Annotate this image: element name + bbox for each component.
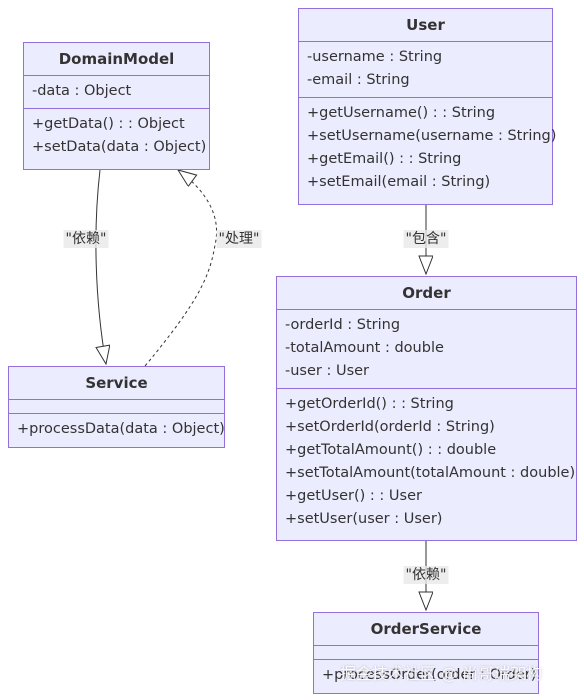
method: +getUser() : : User [285,488,422,504]
watermark: 掘金技术社区 @ 尚哥瑞架构 [340,664,543,683]
class-name: Order [277,277,576,310]
attributes-section [9,400,224,414]
method: +setUsername(username : String) [307,128,557,144]
method: +processOrder(order : Order) [322,667,537,683]
class-service: Service +processData(data : Object) [8,366,225,448]
class-user: User -username : String -email : String … [298,8,557,205]
methods-section: +getData() : : Object +setData(data : Ob… [24,109,209,164]
attributes-section [314,646,538,660]
class-name: Service [9,367,224,400]
method: +getEmail() : : String [307,151,462,167]
method: +getUsername() : : String [307,105,496,121]
edge-service-to-domain [144,170,217,367]
attribute: -data : Object [32,83,132,99]
attributes-section: -username : String -email : String [299,42,552,98]
edge-domain-to-service [96,169,106,364]
attribute: -totalAmount : double [285,340,444,356]
class-name: User [299,9,552,42]
attribute: -username : String [307,49,443,65]
attributes-section: -orderId : String -totalAmount : double … [277,310,576,389]
edge-label-order-to-order-service: "依赖" [403,566,449,584]
class-name: DomainModel [24,43,209,76]
method: +setEmail(email : String) [307,174,491,190]
attribute: -email : String [307,72,410,88]
method: +setTotalAmount(totalAmount : double) [285,465,576,481]
attributes-section: -data : Object [24,76,209,109]
edge-label-service-to-domain: "处理" [216,230,262,248]
method: +processData(data : Object) [17,421,225,437]
method: +getTotalAmount() : : double [285,442,497,458]
method: +getData() : : Object [32,116,185,132]
attribute: -user : User [285,363,370,379]
method: +setOrderId(orderId : String) [285,419,495,435]
methods-section: +processData(data : Object) [9,414,225,446]
method: +setUser(user : User) [285,511,443,527]
edge-label-user-to-order: "包含" [403,230,449,248]
methods-section: +getUsername() : : String +setUsername(u… [299,98,557,199]
edge-label-domain-to-service: "依赖" [63,230,109,248]
methods-section: +getOrderId() : : String +setOrderId(ord… [277,389,576,536]
class-order: Order -orderId : String -totalAmount : d… [276,276,577,541]
class-name: OrderService [314,613,538,646]
class-order-service: OrderService +processOrder(order : Order… [313,612,539,694]
attribute: -orderId : String [285,317,401,333]
class-domain-model: DomainModel -data : Object +getData() : … [23,42,210,170]
method: +getOrderId() : : String [285,396,454,412]
methods-section: +processOrder(order : Order) [314,660,538,692]
method: +setData(data : Object) [32,139,207,155]
